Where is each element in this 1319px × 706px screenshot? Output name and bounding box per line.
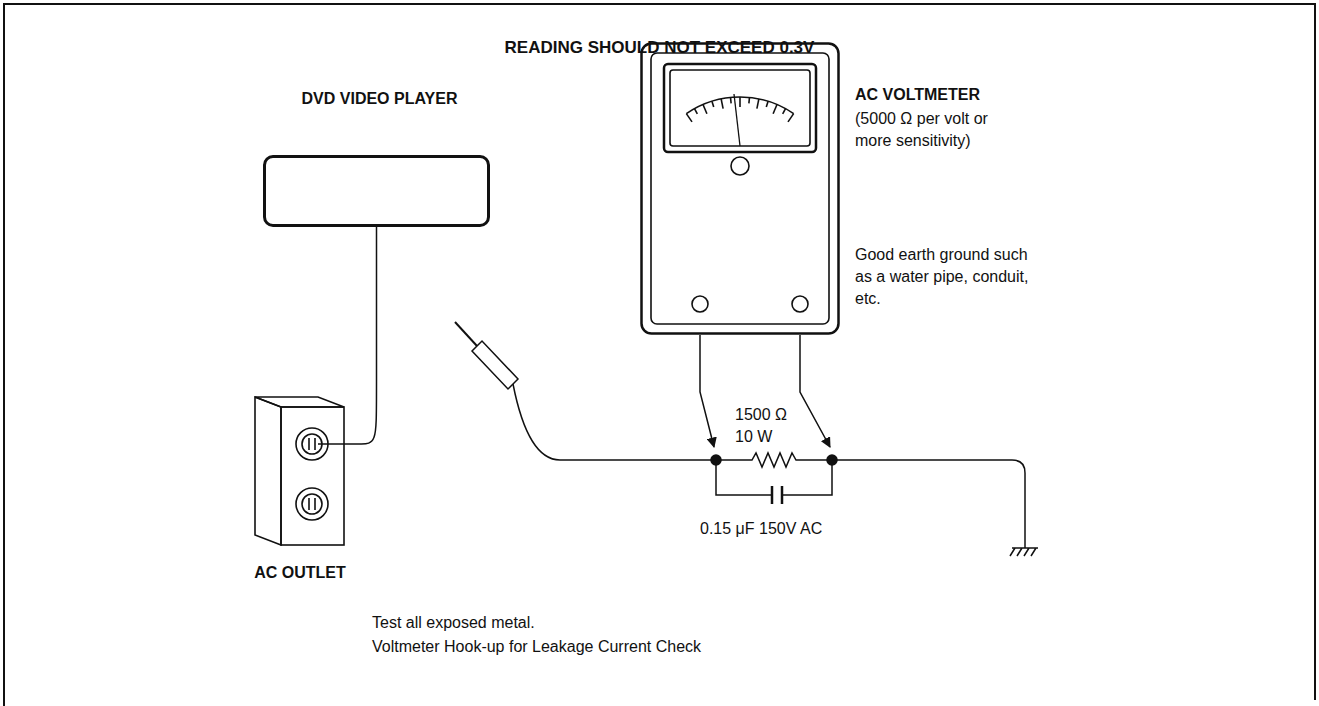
meter-lead [700, 335, 714, 447]
note: Good earth ground such as a water pipe, … [855, 244, 1045, 310]
ac-outlet: AC OUTLET [254, 396, 346, 546]
ground-symbol [1010, 548, 1038, 556]
node-heading: DVD VIDEO PLAYER [266, 88, 493, 110]
node-note: (5000 Ω per volt or more sensitivity) [855, 108, 1025, 152]
resistor-symbol [716, 453, 832, 467]
probe-body [472, 341, 518, 389]
ac-outlet-outline [254, 396, 346, 546]
capacitor-value: 0.15 μF 150V AC [700, 518, 900, 540]
instruction: Test all exposed metal. [372, 612, 872, 634]
title: READING SHOULD NOT EXCEED 0.3V [0, 37, 1319, 59]
node-heading: AC VOLTMETER [855, 84, 1055, 106]
resistor-value: 1500 Ω [735, 404, 805, 426]
frame [4, 4, 1315, 706]
caption: Voltmeter Hook-up for Leakage Current Ch… [372, 636, 701, 658]
ac-voltmeter: AC VOLTMETER(5000 Ω per volt or more sen… [640, 42, 840, 335]
capacitor-wire [716, 460, 832, 495]
resistor-rating: 10 W [735, 426, 805, 448]
device-box: DVD VIDEO PLAYER [263, 155, 490, 227]
ac-voltmeter-outline [640, 42, 840, 335]
probe-wire [513, 384, 716, 460]
power-cord [346, 227, 377, 444]
node-heading: AC OUTLET [220, 562, 380, 584]
junction-dot [711, 455, 721, 465]
meter-lead [800, 335, 830, 447]
ground-wire [832, 460, 1025, 548]
capacitor-symbol [772, 486, 782, 504]
probe-tip [455, 322, 477, 346]
